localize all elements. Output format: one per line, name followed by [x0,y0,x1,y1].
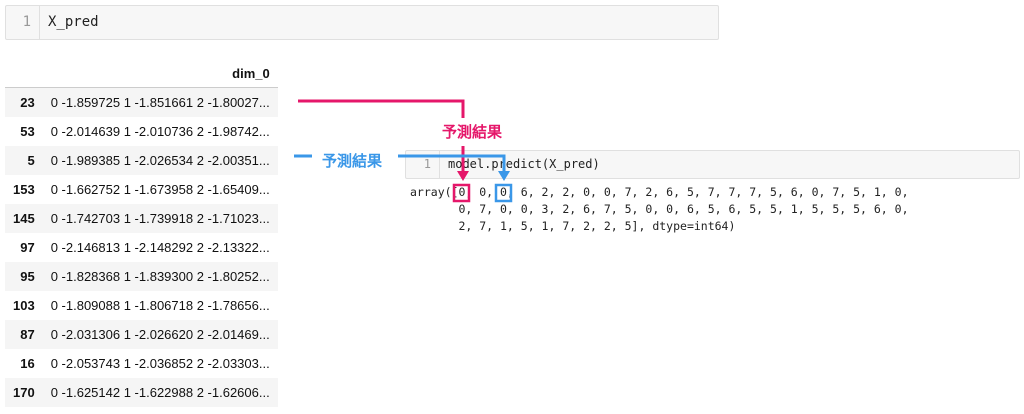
line-number: 1 [6,6,40,39]
table-row: 16 0 -2.053743 1 -2.036852 2 -2.03303... [5,349,278,378]
row-index: 170 [5,378,43,407]
prediction-output: array([0, 0, 0, 6, 2, 2, 0, 0, 7, 2, 6, … [410,185,909,233]
row-value: 0 -2.031306 1 -2.026620 2 -2.01469... [42,320,278,349]
row-value: 0 -1.989385 1 -2.026534 2 -2.00351... [42,146,278,175]
prediction-label-pink: 予測結果 [442,124,503,141]
table-row: 103 0 -1.809088 1 -1.806718 2 -1.78656... [5,291,278,320]
code-cell-predict[interactable]: 1 model.predict(X_pred) [405,150,1020,179]
row-index: 97 [20,240,35,255]
row-value: 0 -1.662752 1 -1.673958 2 -1.65409... [50,182,270,197]
row-value: 0 -1.809088 1 -1.806718 2 -1.78656... [50,298,270,313]
prediction-label-blue: 予測結果 [322,153,383,170]
row-index: 103 [13,298,35,313]
row-index: 153 [13,182,35,197]
row-value: 0 -1.828368 1 -1.839300 2 -1.80252... [42,262,278,291]
code-cell-x-pred[interactable]: 1 X_pred [5,5,719,40]
row-value: 0 -1.859725 1 -1.851661 2 -1.80027... [42,87,278,117]
code-text[interactable]: model.predict(X_pred) [448,157,600,171]
table-row: 153 0 -1.662752 1 -1.673958 2 -1.65409... [5,175,278,204]
row-value: 0 -2.014639 1 -2.010736 2 -1.98742... [50,124,270,139]
row-index: 53 [20,124,35,139]
row-index: 5 [5,146,43,175]
row-value: 0 -2.053743 1 -2.036852 2 -2.03303... [50,356,270,371]
column-header-dim-0: dim_0 [42,60,278,88]
table-row: 97 0 -2.146813 1 -2.148292 2 -2.13322... [5,233,278,262]
row-index: 87 [5,320,43,349]
row-index: 16 [20,356,35,371]
code-text[interactable]: X_pred [48,14,99,30]
row-value: 0 -2.146813 1 -2.148292 2 -2.13322... [50,240,270,255]
table-row: 53 0 -2.014639 1 -2.010736 2 -1.98742... [5,117,278,146]
line-number: 1 [406,151,440,178]
row-index: 95 [5,262,43,291]
row-value: 0 -1.742703 1 -1.739918 2 -1.71023... [42,204,278,233]
row-index: 23 [5,87,43,117]
row-value: 0 -1.625142 1 -1.622988 2 -1.62606... [42,378,278,407]
row-index: 145 [5,204,43,233]
